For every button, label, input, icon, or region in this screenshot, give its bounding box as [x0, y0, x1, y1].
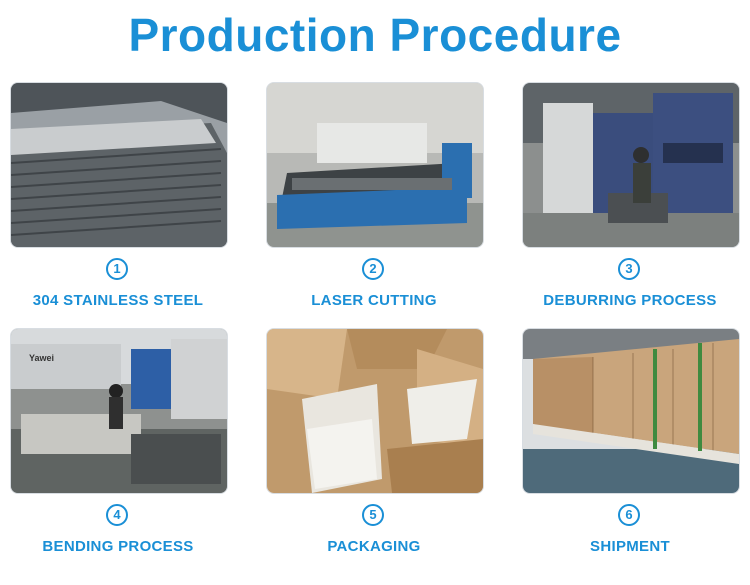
- step-number-badge: 2: [362, 258, 384, 280]
- step-label: DEBURRING PROCESS: [543, 292, 717, 309]
- step-number-badge: 1: [106, 258, 128, 280]
- page-title: Production Procedure: [128, 9, 622, 61]
- step-number-badge: 3: [618, 258, 640, 280]
- step-label: LASER CUTTING: [311, 292, 437, 309]
- step-card-shipment: 6 SHIPMENT: [512, 328, 750, 578]
- stainless-steel-sheets-photo: [10, 82, 228, 248]
- step-label: PACKAGING: [327, 538, 421, 555]
- step-card-bending: Yawei 4 BENDING PROCESS: [0, 328, 250, 578]
- bending-press-photo: Yawei: [10, 328, 228, 494]
- step-number-badge: 6: [618, 504, 640, 526]
- step-label: SHIPMENT: [590, 538, 670, 555]
- step-card-deburring: 3 DEBURRING PROCESS: [512, 82, 750, 332]
- packaging-boxes-photo: [266, 328, 484, 494]
- press-brand-text: Yawei: [29, 353, 54, 363]
- step-number-badge: 4: [106, 504, 128, 526]
- step-label: BENDING PROCESS: [42, 538, 194, 555]
- step-number-badge: 5: [362, 504, 384, 526]
- step-card-packaging: 5 PACKAGING: [256, 328, 506, 578]
- step-label: 304 STAINLESS STEEL: [32, 292, 204, 309]
- step-card-stainless-steel: 1 304 STAINLESS STEEL: [0, 82, 250, 332]
- laser-cutting-machine-photo: [266, 82, 484, 248]
- step-card-laser-cutting: 2 LASER CUTTING: [256, 82, 506, 332]
- deburring-machine-photo: [522, 82, 740, 248]
- shipment-pallets-photo: [522, 328, 740, 494]
